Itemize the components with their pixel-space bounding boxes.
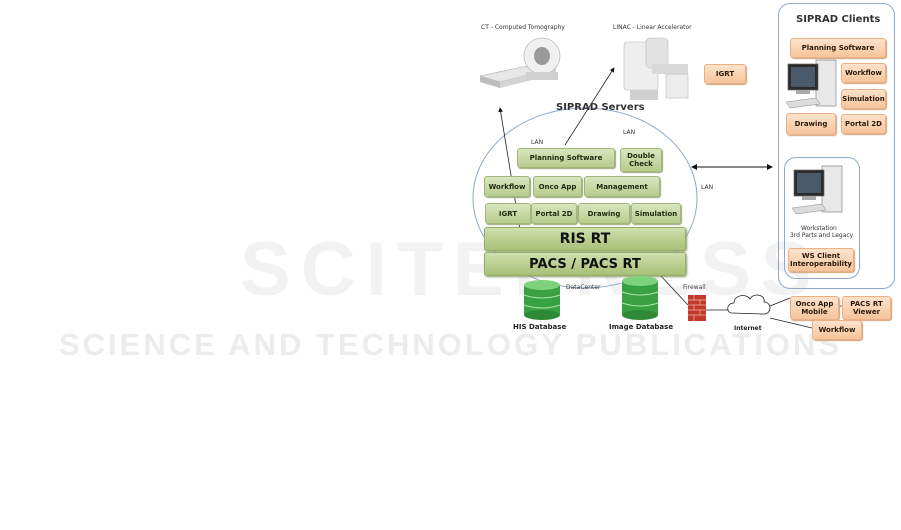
- workstation-computer-icon: [791, 165, 843, 215]
- servers-title: SIPRAD Servers: [556, 102, 645, 113]
- server-workflow: Workflow: [484, 176, 530, 197]
- workstation-panel: [784, 157, 860, 279]
- internet-mobile-line: [769, 297, 791, 307]
- ws-client-interoperability: WS Client Interoperability: [788, 248, 854, 272]
- datacenter-label: DataCenter: [566, 284, 601, 291]
- mobile-workflow-box: Workflow: [812, 320, 862, 340]
- third-party-label: 3rd Parts and Legacy: [790, 232, 854, 239]
- his-database-icon: [523, 280, 561, 320]
- firewall-icon: [688, 295, 706, 321]
- server-simulation: Simulation: [631, 203, 681, 224]
- ct-label: CT - Computed Tomography: [481, 24, 565, 31]
- client-computer-icon: [785, 59, 837, 109]
- server-management: Management: [584, 176, 660, 197]
- client-simulation: Simulation: [841, 89, 886, 109]
- pacs-rt-bar: PACS / PACS RT: [484, 252, 686, 276]
- server-portal-2d: Portal 2D: [531, 203, 577, 224]
- onco-app-mobile-box: Onco App Mobile: [790, 296, 839, 320]
- ris-rt-bar: RIS RT: [484, 227, 686, 251]
- client-drawing: Drawing: [786, 113, 836, 135]
- clients-title: SIPRAD Clients: [796, 14, 881, 25]
- server-drawing: Drawing: [578, 203, 630, 224]
- watermark-sub: SCIENCE AND TECHNOLOGY PUBLICATIONS: [58, 327, 843, 362]
- client-portal-2d: Portal 2D: [841, 114, 886, 134]
- workstation-label: Workstation: [801, 225, 837, 232]
- server-planning-software: Planning Software: [517, 148, 615, 168]
- lan-label-3: LAN: [701, 184, 714, 191]
- server-double-check: Double Check: [620, 148, 662, 172]
- his-database-label: HIS Database: [513, 323, 567, 331]
- internet-workflow-line: [769, 317, 813, 329]
- linac-label: LINAC - Linear Accelerator: [613, 24, 692, 31]
- internet-cloud-icon: [727, 294, 771, 315]
- image-database-label: Image Database: [609, 323, 674, 331]
- server-igrt: IGRT: [485, 203, 531, 224]
- image-database-icon: [621, 276, 659, 320]
- pacs-firewall-line: [659, 274, 689, 306]
- clients-panel: [778, 3, 895, 289]
- lan-label-1: LAN: [531, 139, 544, 146]
- lan-label-2: LAN: [623, 129, 636, 136]
- internet-label: Internet: [734, 325, 762, 332]
- servers-ellipse: [472, 107, 698, 289]
- client-workflow: Workflow: [841, 63, 886, 83]
- pacs-rt-viewer-box: PACS RT Viewer: [842, 296, 891, 320]
- firewall-label: Firewall: [683, 284, 706, 291]
- client-planning-software: Planning Software: [790, 38, 886, 58]
- server-onco-app: Onco App: [533, 176, 582, 197]
- ct-scanner-icon: [479, 37, 561, 88]
- linac-icon: [623, 37, 689, 100]
- igrt-device-box: IGRT: [704, 64, 746, 84]
- linac-arrow: [564, 67, 615, 146]
